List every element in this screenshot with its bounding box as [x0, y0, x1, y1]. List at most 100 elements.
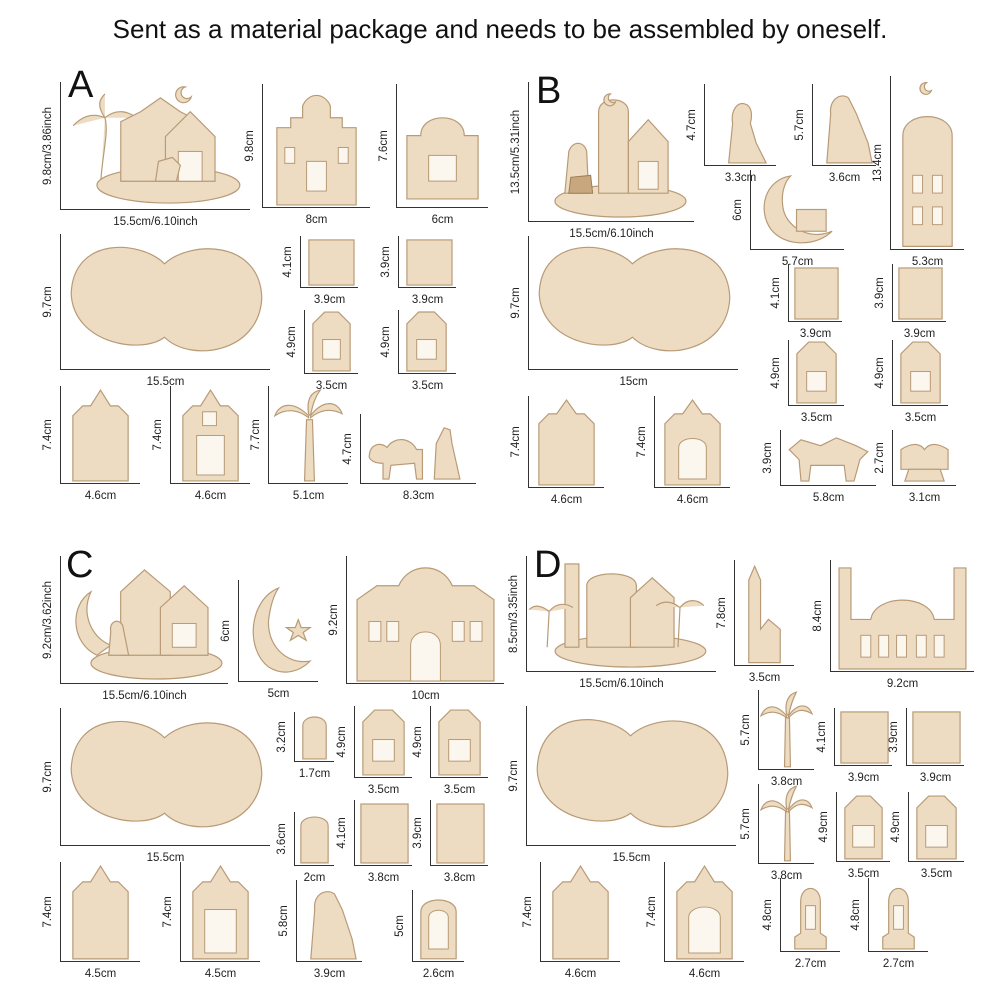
- c-door1-width: 1.7cm: [298, 768, 331, 780]
- b-moon-width: 5.7cm: [781, 256, 814, 268]
- d-back-width: 4.6cm: [564, 968, 597, 980]
- d-minaret-height: 7.8cm: [716, 596, 728, 629]
- c-moon-width: 5cm: [267, 688, 290, 700]
- c-mosque-panel: 10cm 9.2cm: [328, 556, 504, 702]
- d-lantern2-panel: 2.7cm 4.8cm: [850, 878, 928, 970]
- a-palm-height: 7.7cm: [250, 418, 262, 451]
- c-assembled: 15.5cm/6.10inch 9.2cm/3.62inch: [42, 556, 228, 702]
- a-back-width: 4.6cm: [84, 490, 117, 502]
- a-assembled-width: 15.5cm/6.10inch: [113, 216, 198, 228]
- c-window2-height: 4.9cm: [412, 725, 424, 758]
- b-tower-width: 5.3cm: [911, 256, 944, 268]
- b-kneel-width: 3.3cm: [724, 172, 757, 184]
- a-window2-panel: 3.5cm 4.9cm: [380, 310, 456, 392]
- c-mosque-height: 9.2cm: [328, 603, 340, 636]
- c-door1-panel: 1.7cm 3.2cm: [276, 712, 334, 780]
- b-book-height: 2.7cm: [874, 441, 886, 474]
- c-window1-panel: 3.5cm 4.9cm: [336, 706, 412, 796]
- b-pray-panel: 3.6cm 5.7cm: [794, 84, 876, 184]
- a-dome-width: 6cm: [431, 214, 454, 226]
- d-base-height: 9.7cm: [508, 759, 520, 792]
- b-window2-height: 4.9cm: [874, 356, 886, 389]
- b-front-panel: 4.6cm 7.4cm: [636, 396, 730, 506]
- d-lantern2-width: 2.7cm: [882, 958, 915, 970]
- a-back-panel: 4.6cm 7.4cm: [42, 386, 140, 502]
- c-base-width: 15.5cm: [146, 852, 185, 864]
- d-window1-panel: 3.5cm 4.9cm: [818, 792, 890, 880]
- d-palm2-width: 3.8cm: [770, 870, 803, 882]
- c-lantern-width: 2.6cm: [422, 968, 455, 980]
- a-front-height: 7.4cm: [152, 418, 164, 451]
- c-moon-panel: 5cm 6cm: [220, 580, 318, 700]
- b-roof1-panel: 3.9cm 4.1cm: [770, 264, 842, 340]
- b-camel-height: 3.9cm: [762, 441, 774, 474]
- b-camel-panel: 5.8cm 3.9cm: [762, 430, 876, 504]
- d-mosque-panel: 9.2cm 8.4cm: [812, 560, 974, 690]
- d-palm1-panel: 3.8cm 5.7cm: [740, 690, 814, 788]
- c-pray-height: 5.8cm: [278, 904, 290, 937]
- d-front-panel: 4.6cm 7.4cm: [646, 862, 744, 980]
- b-base-width: 15cm: [619, 376, 648, 388]
- section-d-letter: D: [534, 544, 562, 586]
- d-front-width: 4.6cm: [688, 968, 721, 980]
- c-assembled-width: 15.5cm/6.10inch: [102, 690, 187, 702]
- d-lantern1-height: 4.8cm: [762, 898, 774, 931]
- d-palm2-panel: 3.8cm 5.7cm: [740, 784, 814, 882]
- d-window1-width: 3.5cm: [847, 868, 880, 880]
- d-roof1-width: 3.9cm: [847, 772, 880, 784]
- a-roof2-panel: 3.9cm 3.9cm: [380, 236, 456, 306]
- b-front-width: 4.6cm: [676, 494, 709, 506]
- b-window1-width: 3.5cm: [800, 412, 833, 424]
- b-book-width: 3.1cm: [908, 492, 941, 504]
- b-roof2-height: 3.9cm: [874, 276, 886, 309]
- a-camel-height: 4.7cm: [342, 432, 354, 465]
- d-mosque-height: 8.4cm: [812, 599, 824, 632]
- c-back-width: 4.5cm: [84, 968, 117, 980]
- c-pray-width: 3.9cm: [313, 968, 346, 980]
- page-header: Sent as a material package and needs to …: [112, 14, 888, 44]
- a-back-height: 7.4cm: [42, 418, 54, 451]
- a-dome-panel: 6cm 7.6cm: [378, 84, 488, 226]
- c-base-height: 9.7cm: [42, 760, 54, 793]
- a-front-width: 4.6cm: [194, 490, 227, 502]
- d-assembled: 15.5cm/6.10inch 8.5cm/3.35inch: [508, 556, 716, 690]
- d-roof1-panel: 3.9cm 4.1cm: [816, 708, 892, 784]
- b-assembled: 15.5cm/6.10inch 13.5cm/5.31inch: [510, 82, 694, 240]
- b-back-height: 7.4cm: [510, 425, 522, 458]
- c-mosque-width: 10cm: [411, 690, 440, 702]
- c-roof2-panel: 3.8cm 3.9cm: [412, 800, 488, 884]
- a-camel-width: 8.3cm: [402, 490, 435, 502]
- c-window1-width: 3.5cm: [367, 784, 400, 796]
- d-minaret-panel: 3.5cm 7.8cm: [716, 560, 794, 684]
- d-roof1-height: 4.1cm: [816, 720, 828, 753]
- b-kneel-height: 4.7cm: [686, 108, 698, 141]
- d-back-panel: 4.6cm 7.4cm: [522, 862, 620, 980]
- c-window2-panel: 3.5cm 4.9cm: [412, 706, 488, 796]
- b-base-height: 9.7cm: [510, 286, 522, 319]
- section-b-letter: B: [536, 70, 562, 112]
- c-window1-height: 4.9cm: [336, 725, 348, 758]
- d-back-height: 7.4cm: [522, 895, 534, 928]
- c-front-panel: 4.5cm 7.4cm: [162, 862, 260, 980]
- b-moon-panel: 5.7cm 6cm: [732, 170, 844, 268]
- b-window1-panel: 3.5cm 4.9cm: [770, 340, 844, 424]
- b-kneel-panel: 3.3cm 4.7cm: [686, 84, 776, 184]
- b-pray-height: 5.7cm: [794, 108, 806, 141]
- d-roof2-height: 3.9cm: [888, 720, 900, 753]
- a-base-height: 9.7cm: [42, 285, 54, 318]
- a-roof1-panel: 3.9cm 4.1cm: [282, 236, 358, 306]
- b-back-width: 4.6cm: [550, 494, 583, 506]
- c-back-height: 7.4cm: [42, 895, 54, 928]
- b-assembled-width: 15.5cm/6.10inch: [569, 228, 654, 240]
- a-assembled-height: 9.8cm/3.86inch: [42, 106, 54, 185]
- d-roof2-panel: 3.9cm 3.9cm: [888, 708, 964, 784]
- c-back-panel: 4.5cm 7.4cm: [42, 862, 140, 980]
- b-tower-panel: 5.3cm 13.4cm: [872, 76, 964, 268]
- a-roof2-height: 3.9cm: [380, 245, 392, 278]
- a-mosque-panel: 8cm 9.8cm: [244, 84, 370, 226]
- b-book-panel: 3.1cm 2.7cm: [874, 430, 956, 504]
- c-door1-height: 3.2cm: [276, 720, 288, 753]
- b-pray-width: 3.6cm: [828, 172, 861, 184]
- a-mosque-height: 9.8cm: [244, 129, 256, 162]
- b-roof1-height: 4.1cm: [770, 276, 782, 309]
